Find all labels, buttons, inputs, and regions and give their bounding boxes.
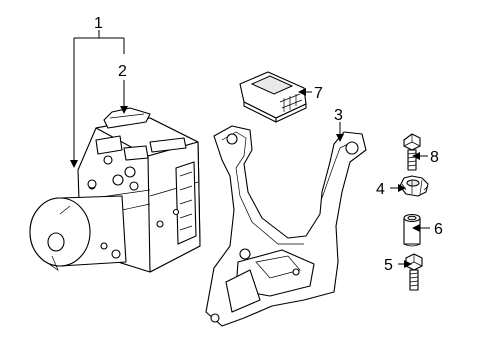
callout-1: 1: [94, 15, 103, 32]
sleeve-collar-icon: [403, 213, 421, 247]
callout-5: 5: [384, 257, 393, 274]
callout-7: 7: [314, 85, 323, 102]
arrowheads: [70, 88, 420, 268]
callout-6: 6: [434, 221, 443, 238]
callout-3: 3: [334, 107, 343, 124]
callout-4: 4: [376, 181, 385, 198]
bolt-icon: [405, 253, 423, 291]
callout-2: 2: [118, 63, 127, 80]
yaw-rate-sensor-icon: [239, 71, 307, 123]
abs-modulator-assembly-icon: [29, 107, 201, 273]
callout-8: 8: [430, 149, 439, 166]
bolt-icon: [403, 133, 421, 171]
leader-lines: [73, 30, 430, 265]
rubber-insulator-icon: [399, 175, 429, 197]
mounting-bracket-icon: [205, 125, 367, 327]
